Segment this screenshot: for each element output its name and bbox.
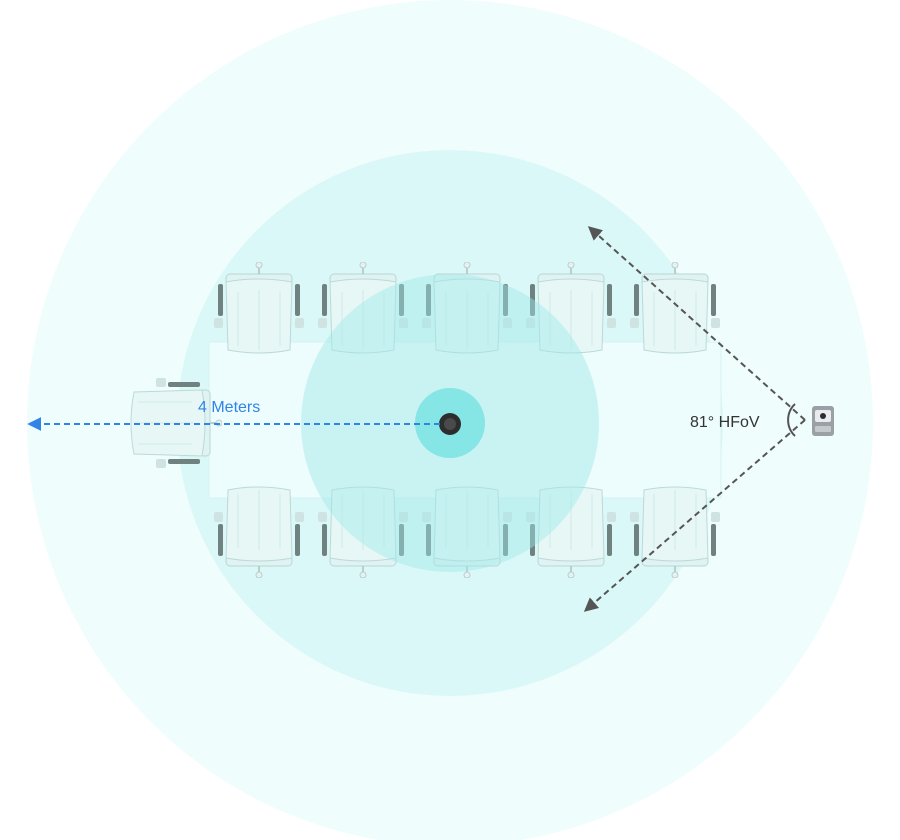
fov-angle-arc: [787, 403, 796, 437]
fov-label: 81° HFoV: [690, 414, 760, 431]
distance-label: 4 Meters: [198, 399, 260, 416]
fov-arrow-upper: [587, 226, 806, 421]
camera-icon: [812, 406, 834, 436]
microphone-puck-icon: [439, 413, 461, 435]
chair-bottom-1: [214, 486, 304, 578]
fov-arrow-lower: [583, 419, 806, 612]
chair-top-1: [214, 262, 304, 354]
chair-top-5: [630, 262, 720, 354]
